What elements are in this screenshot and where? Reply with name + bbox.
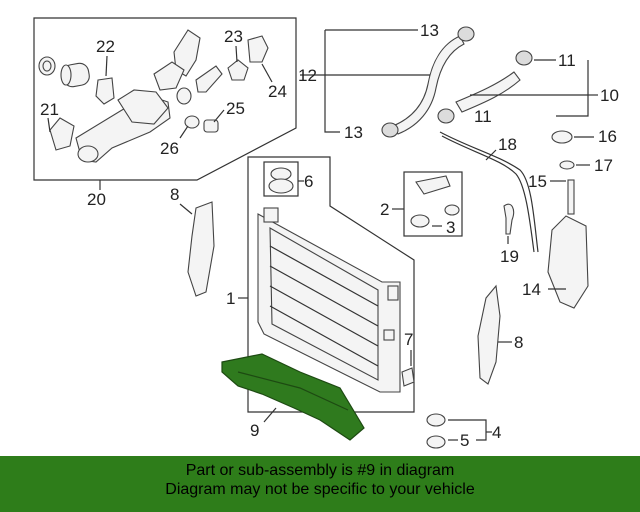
callout-3: 3 [446,218,455,237]
info-banner: Part or sub-assembly is #9 in diagram Di… [0,456,640,512]
callout-20: 20 [87,190,106,209]
callout-10: 10 [600,86,619,105]
callout-5: 5 [460,431,469,450]
banner-line-2: Diagram may not be specific to your vehi… [165,481,475,498]
callout-21: 21 [40,100,59,119]
lower-hose [455,71,521,113]
callout-15: 15 [528,172,547,191]
callout-7: 7 [404,330,413,349]
coolant-reservoir [547,215,589,309]
group-box-2 [403,171,463,237]
callout-9: 9 [250,421,259,440]
callout-13-top: 13 [420,21,439,40]
callout-8-right: 8 [514,333,523,352]
callout-18: 18 [498,135,517,154]
parts-diagram: 20 21 22 23 24 25 26 12 13 13 11 11 10 1… [33,17,619,450]
callout-4: 4 [492,423,501,442]
callout-13-bottom: 13 [344,123,363,142]
box-6 [263,161,299,197]
bracket-right [477,284,501,385]
group-box-1 [247,156,415,413]
callout-25: 25 [226,99,245,118]
callout-8-left: 8 [170,185,179,204]
callout-26: 26 [160,139,179,158]
callout-11-top: 11 [558,51,576,70]
callout-23: 23 [224,27,243,46]
callout-24: 24 [268,82,287,101]
deflector-part-9 [221,353,365,441]
upper-hose [392,35,465,135]
callout-14: 14 [522,280,541,299]
callout-22: 22 [96,37,115,56]
callout-16: 16 [598,127,617,146]
radiator [257,207,401,393]
thermostat-housing-parts [38,29,269,163]
callout-6: 6 [304,172,313,191]
bracket-left [187,201,215,297]
callout-12: 12 [298,66,317,85]
callout-1: 1 [226,289,235,308]
overflow-hose [439,131,539,253]
callout-2: 2 [380,200,389,219]
callout-19: 19 [500,247,519,266]
banner-line-1: Part or sub-assembly is #9 in diagram [185,462,455,479]
group-box-20 [33,17,297,181]
callout-11-bottom: 11 [474,107,492,126]
callout-17: 17 [594,156,613,175]
